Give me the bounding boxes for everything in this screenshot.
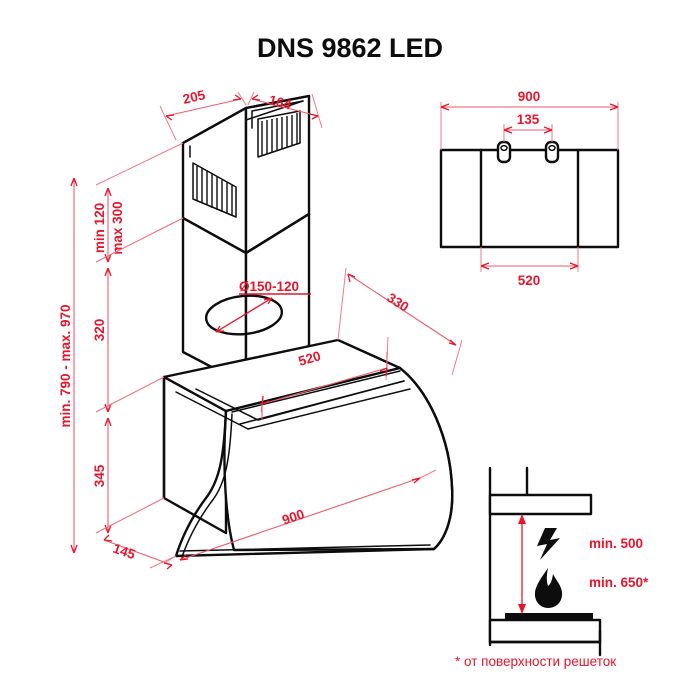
glass-canopy-thickness-line [179, 544, 431, 552]
main-isometric-view: 205 164 min 120 [58, 87, 463, 570]
vent-slat-lines-left [196, 166, 233, 216]
dim-label-205: 205 [181, 87, 207, 107]
flame-icon [534, 568, 563, 608]
dim-135-plan: 135 [503, 112, 553, 142]
top-plan-view: 900 135 520 [439, 89, 620, 288]
glass-canopy-left-scurve [174, 409, 228, 558]
canopy-seam-lines [175, 370, 411, 430]
canopy-seam-left-b [175, 391, 249, 430]
upper-chimney-top-edge [181, 94, 311, 145]
plan-body-outline [439, 148, 620, 249]
dim-900-plan: 900 [440, 89, 619, 150]
dim-520-plan: 520 [480, 247, 579, 288]
duct-outlet-ellipse [204, 294, 284, 336]
plan-bracket-left-hole [500, 144, 508, 152]
glass-canopy-front-curve [398, 366, 454, 551]
vent-slats-left [192, 162, 237, 218]
dim-label-900-main: 900 [280, 506, 306, 528]
clearance-hood-body [488, 493, 593, 516]
dim-label-520-main: 520 [297, 348, 323, 369]
upper-chimney-inner-corner [245, 100, 304, 254]
clearance-arrow-head-bottom [518, 604, 526, 614]
plan-bracket-right [544, 140, 560, 164]
dim-320: 320 [92, 217, 184, 413]
dim-label-145: 145 [111, 541, 138, 563]
dim-min120-max300: min 120 max 300 [92, 142, 184, 263]
dim-label-520-plan: 520 [518, 273, 541, 288]
dim-label-345: 345 [92, 464, 107, 487]
glass-canopy-left-scurve-inner [181, 413, 233, 558]
dim-145: 145 [95, 497, 177, 570]
dim-900-main: 900 [165, 469, 437, 563]
clearance-cooktop-grate [505, 613, 593, 621]
clearance-footnote: * от поверхности решеток [455, 654, 616, 669]
lower-chimney [181, 212, 311, 387]
plan-bracket-left [496, 140, 512, 164]
dim-label-total-height: min. 790 - max. 970 [58, 304, 73, 427]
canopy-seam-left-a [195, 388, 259, 421]
glass-canopy-bottom-edge [174, 547, 436, 558]
dim-duct-diameter: Ø150-120 [215, 279, 311, 333]
clearance-label-gas: min. 650* [589, 575, 649, 590]
vent-slat-lines-front [261, 113, 298, 155]
hood-body [162, 338, 402, 535]
page-title: DNS 9862 LED [257, 33, 443, 63]
vent-slat-panel-left [192, 162, 237, 218]
dim-label-135-plan: 135 [517, 112, 540, 127]
vent-slats-front [257, 110, 301, 158]
dim-label-164: 164 [267, 92, 293, 112]
canopy-seam-front [257, 380, 405, 421]
lightning-bolt-icon [537, 528, 560, 560]
canopy-seam-front-b [247, 388, 411, 430]
clearance-arrow-head-top [518, 514, 526, 524]
dim-520-main: 520 [260, 336, 389, 420]
dim-345: 345 [92, 376, 165, 534]
clearance-view: min. 500 min. 650* * от поверхности реше… [455, 466, 649, 669]
dim-label-max300: max 300 [110, 201, 125, 254]
dim-label-min120: min 120 [92, 203, 107, 253]
chimney-telescope-seam [181, 212, 311, 255]
clearance-label-electric: min. 500 [589, 536, 643, 551]
dim-total-height: min. 790 - max. 970 [58, 177, 78, 554]
dim-label-330: 330 [384, 290, 411, 315]
dim-label-duct-diameter: Ø150-120 [239, 279, 299, 294]
dim-label-900-plan: 900 [518, 89, 541, 104]
plan-bracket-right-hole [548, 144, 556, 152]
vent-slat-panel-front [257, 110, 301, 158]
clearance-counter-body [488, 618, 602, 644]
clearance-arrow [518, 514, 526, 614]
dim-label-320: 320 [92, 319, 107, 342]
dim-205: 205 [159, 87, 247, 141]
dim-164: 164 [247, 91, 323, 129]
canopy-seam-upper [231, 370, 401, 413]
